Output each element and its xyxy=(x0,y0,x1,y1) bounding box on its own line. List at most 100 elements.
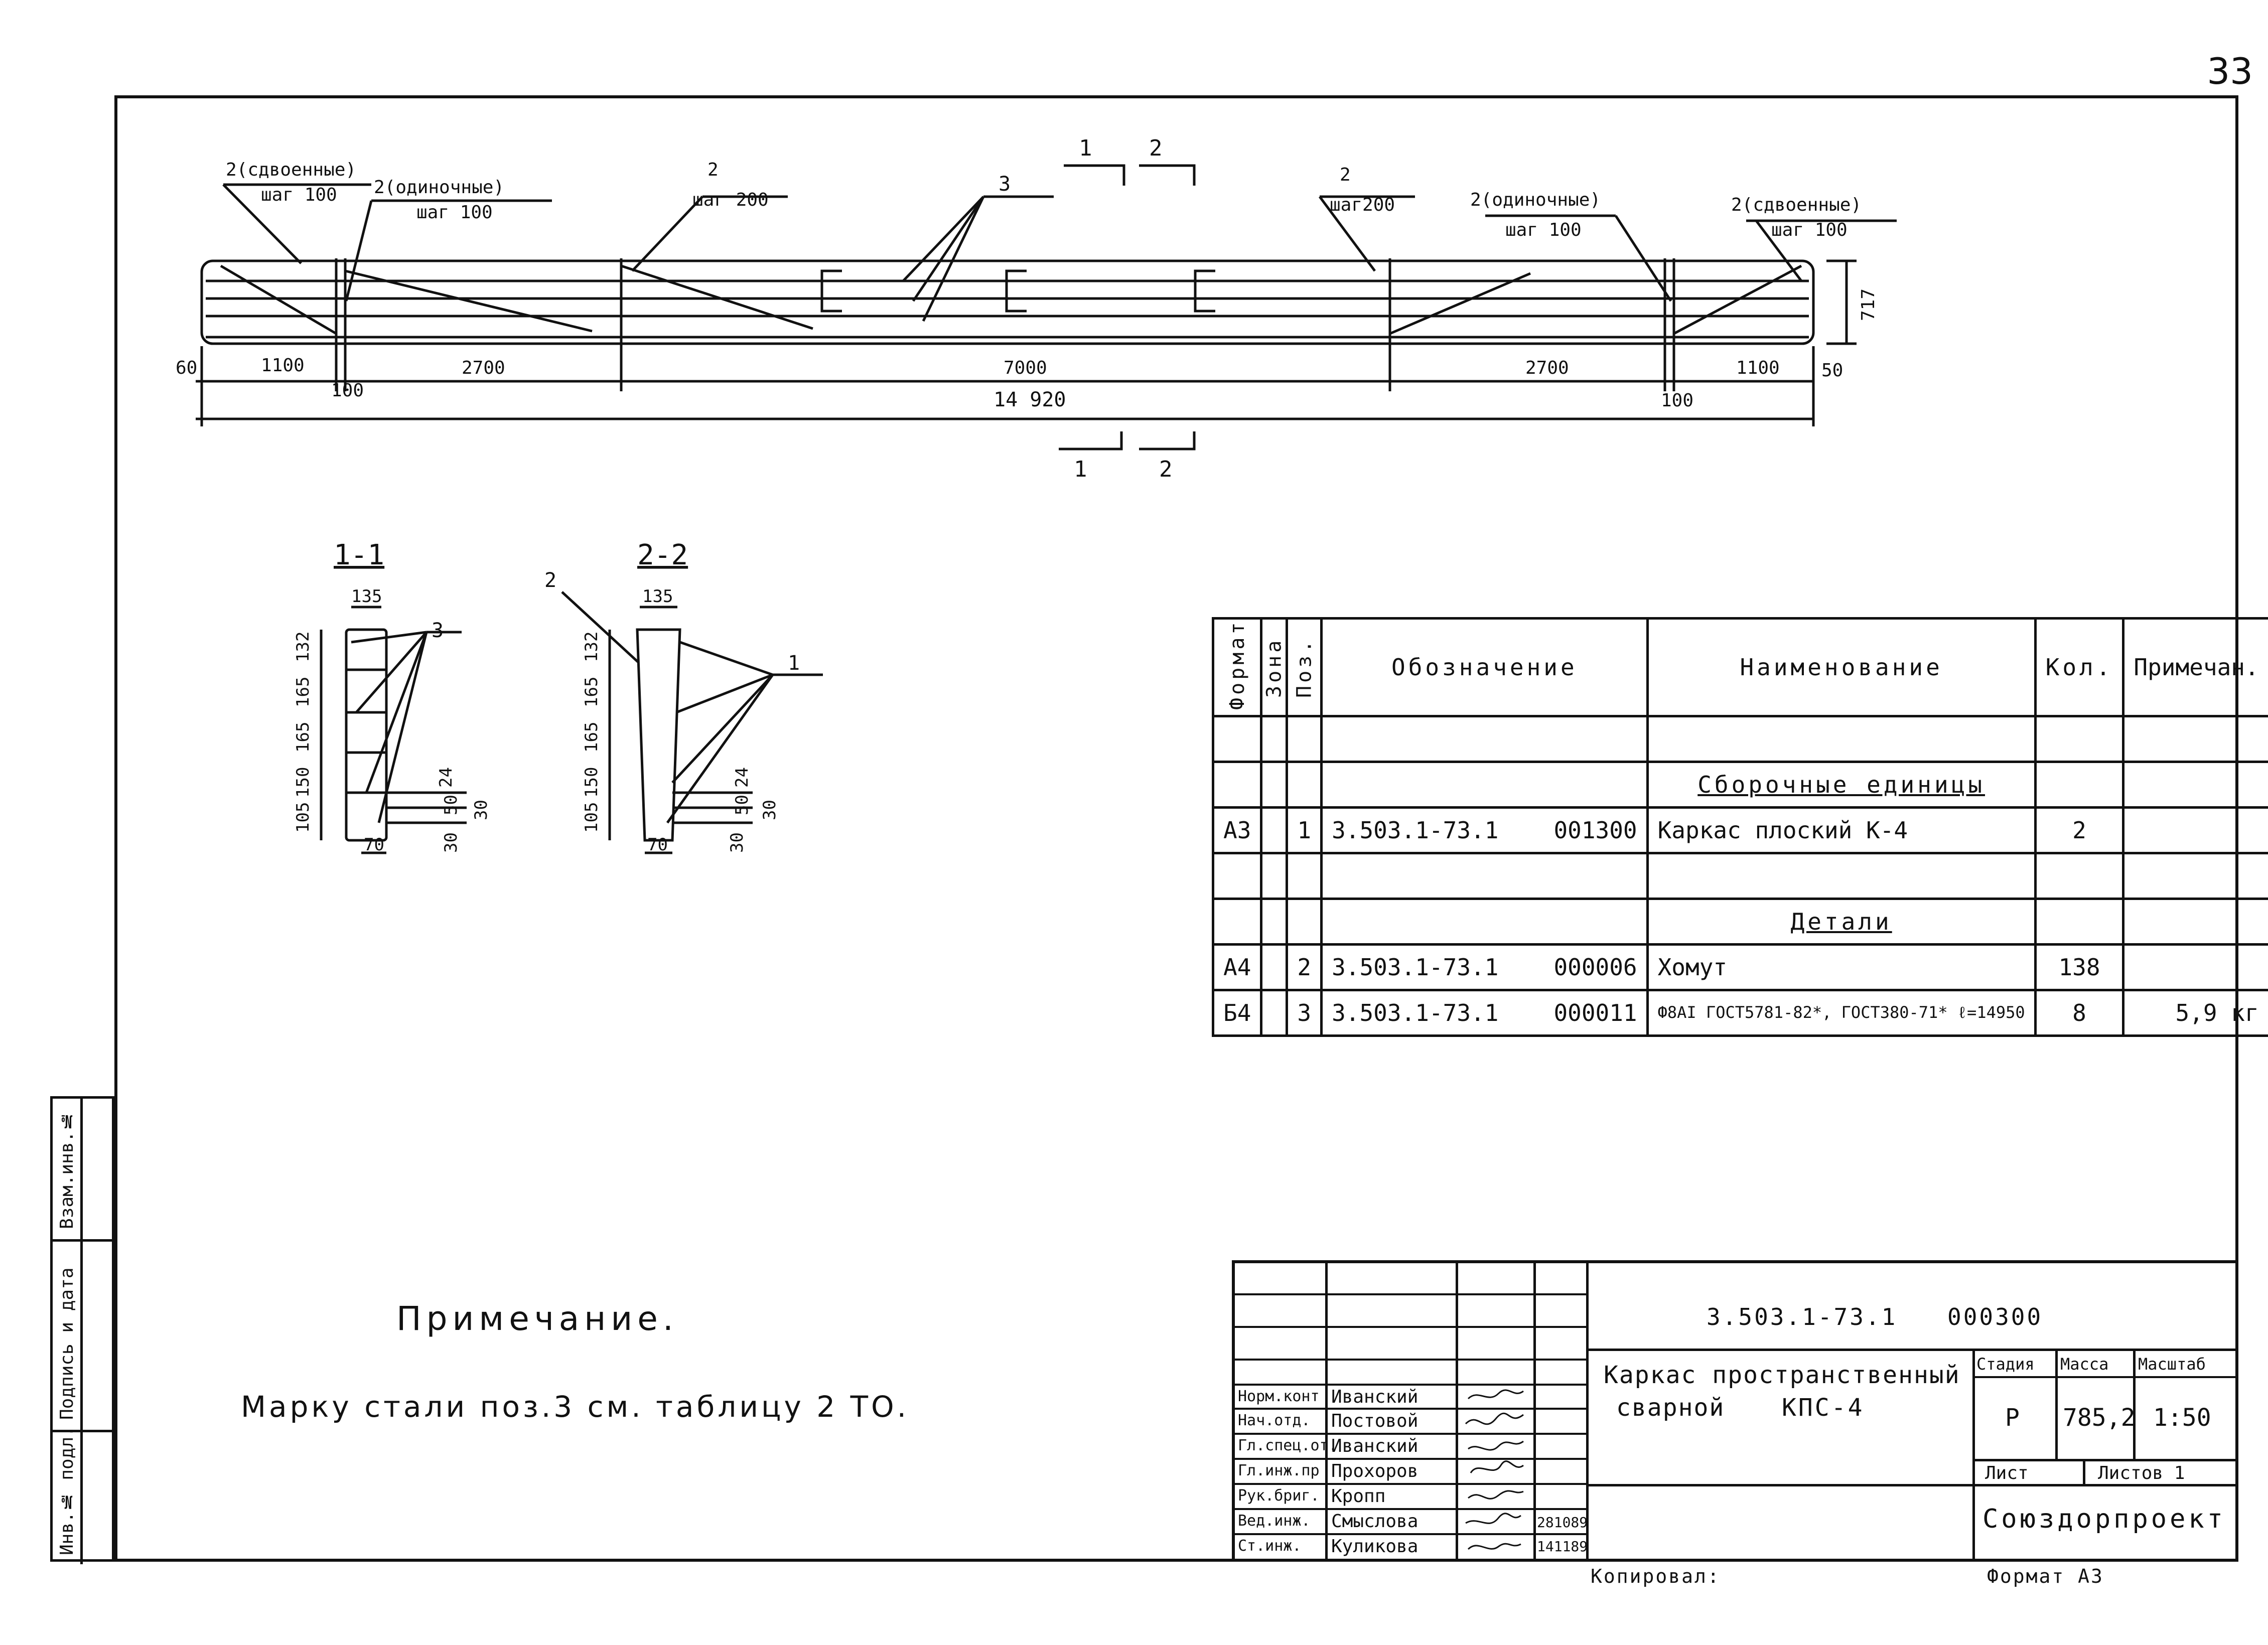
callout-mid-right-step: шаг200 xyxy=(1330,195,1395,215)
section-mark-bottom-1: 1 xyxy=(1074,457,1087,482)
organization: Союздорпроект xyxy=(1982,1504,2226,1534)
side-stamp-inv: Инв.№ подл. xyxy=(57,1426,77,1555)
doc-name-line2: сварной xyxy=(1616,1394,1725,1422)
role-2: Нач.отд. xyxy=(1238,1412,1311,1429)
spec-empty-row xyxy=(1211,852,2268,900)
section-22-vdim-1: 105 xyxy=(582,802,602,833)
callout-single-left-step: шаг 100 xyxy=(416,202,493,223)
section-mark-bottom-2: 2 xyxy=(1159,457,1173,482)
section-22-rdim-4: 30 xyxy=(727,832,747,853)
sheet-header: Лист xyxy=(1985,1463,2029,1483)
dim-1100-left: 1100 xyxy=(261,355,305,376)
spec-cell-name: Каркас плоский К-4 xyxy=(1646,806,2037,854)
callout-doubled-left: 2(сдвоенные) xyxy=(226,160,356,180)
name-6: Смыслова xyxy=(1331,1511,1419,1532)
section-11-vdim-4: 165 xyxy=(293,677,313,707)
doc-code: 3.503.1-73.1 xyxy=(1707,1303,1898,1330)
callout-single-right: 2(одиночные) xyxy=(1470,190,1601,210)
spec-cell-pos: 2 xyxy=(1286,943,1323,991)
section-11-rdim-1: 24 xyxy=(436,767,456,788)
spec-cell-num: 000011 xyxy=(1553,999,1637,1026)
spec-header-note: Примечан. xyxy=(2122,617,2268,717)
dim-50-right: 50 xyxy=(1821,360,1843,381)
section-11-vdim-2: 150 xyxy=(293,767,313,798)
spec-section-parts: Детали xyxy=(1646,898,2037,946)
callout-single-right-step: шаг 100 xyxy=(1505,220,1582,240)
spec-cell-qty: 2 xyxy=(2034,806,2125,854)
name-2: Постовой xyxy=(1331,1411,1419,1431)
specification-table: Формат Зона Поз. Обозначение Наименовани… xyxy=(1211,617,2268,1037)
role-7: Ст.инж. xyxy=(1238,1537,1302,1555)
callout-pos3: 3 xyxy=(999,173,1011,196)
doc-mark: КПС-4 xyxy=(1782,1394,1865,1422)
section-mark-top-1: 1 xyxy=(1079,135,1092,161)
spec-cell-designation: 3.503.1-73.1 000011 xyxy=(1320,989,1649,1037)
section-11-rdim-2: 50 xyxy=(441,795,461,815)
copied-by-label: Копировал: xyxy=(1591,1565,1721,1587)
section-22-vdim-5: 132 xyxy=(582,632,602,662)
dim-100-right: 100 xyxy=(1661,390,1693,411)
spec-cell-format: А4 xyxy=(1211,943,1263,991)
role-3: Гл.спец.от. xyxy=(1238,1437,1338,1454)
spec-section-row: Детали xyxy=(1211,898,2268,946)
mass-value: 785,2 xyxy=(2063,1404,2136,1432)
spec-cell-format: А3 xyxy=(1211,806,1263,854)
table-row: А3 1 3.503.1-73.1 001300 Каркас плоский К… xyxy=(1211,806,2268,854)
dim-60-left: 60 xyxy=(176,358,197,378)
callout-mid-left: 2 xyxy=(707,160,719,180)
spec-header-row: Формат Зона Поз. Обозначение Наименовани… xyxy=(1213,617,2268,717)
stage-header: Стадия xyxy=(1976,1355,2035,1374)
section-22-rdim-2: 50 xyxy=(732,795,752,815)
spec-cell-pos: 1 xyxy=(1286,806,1323,854)
doc-name-line1: Каркас пространственный xyxy=(1604,1361,1960,1389)
name-7: Куликова xyxy=(1331,1536,1419,1557)
dim-total: 14 920 xyxy=(994,388,1066,411)
spec-header-pos: Поз. xyxy=(1287,618,1322,716)
section-11-vdim-5: 132 xyxy=(293,632,313,662)
section-11-vdim-3: 165 xyxy=(293,722,313,753)
side-stamp-sign: Подпись и дата xyxy=(57,1267,77,1420)
scale-value: 1:50 xyxy=(2153,1404,2211,1432)
section-11-bottom: 70 xyxy=(364,835,384,855)
side-stamp: Инв.№ подл. Подпись и дата Взам.инв.№ xyxy=(50,1096,114,1564)
note-title: Примечание. xyxy=(396,1299,678,1338)
dim-1100-right: 1100 xyxy=(1736,358,1780,378)
role-4: Гл.инж.пр xyxy=(1238,1462,1320,1479)
spec-cell-qty: 8 xyxy=(2034,989,2125,1037)
section-22-vdim-4: 165 xyxy=(582,677,602,707)
cage-outline xyxy=(200,259,1815,345)
section-22-bottom: 70 xyxy=(647,835,668,855)
spec-section-row: Сборочные единицы xyxy=(1211,761,2268,809)
title-block: 3.503.1-73.1 000300 Каркас пространствен… xyxy=(1232,1260,2238,1562)
section-22-vdim-2: 150 xyxy=(582,767,602,798)
name-5: Кропп xyxy=(1331,1486,1386,1507)
callout-mid-left-step: шаг 200 xyxy=(692,190,769,210)
section-22-rdim-3: 30 xyxy=(760,800,780,820)
name-1: Иванский xyxy=(1331,1387,1419,1407)
section-11-width: 135 xyxy=(351,586,382,607)
sheets-header: Листов 1 xyxy=(2098,1463,2185,1483)
callout-doubled-right: 2(сдвоенные) xyxy=(1731,195,1862,215)
callout-mid-right: 2 xyxy=(1340,165,1351,185)
section-22-title: 2-2 xyxy=(637,539,688,571)
dim-2700-left: 2700 xyxy=(462,358,505,378)
spec-cell-num: 000006 xyxy=(1553,954,1637,981)
spec-cell-code: 3.503.1-73.1 xyxy=(1332,817,1499,844)
signatures xyxy=(1465,1389,1524,1550)
spec-header-designation: Обозначение xyxy=(1320,617,1649,717)
section-22-vdim-3: 165 xyxy=(582,722,602,753)
side-stamp-replace: Взам.инв.№ xyxy=(57,1110,77,1229)
spec-cell-num: 001300 xyxy=(1553,817,1637,844)
spec-header-qty: Кол. xyxy=(2034,617,2125,717)
spec-cell-note xyxy=(2122,806,2268,854)
role-5: Рук.бриг. xyxy=(1238,1487,1320,1505)
spec-cell-note xyxy=(2122,943,2268,991)
name-3: Иванский xyxy=(1331,1436,1419,1456)
section-22-width: 135 xyxy=(642,586,673,607)
spec-cell-code: 3.503.1-73.1 xyxy=(1332,999,1499,1026)
section-22-pos-right: 1 xyxy=(788,652,800,675)
spec-empty-row xyxy=(1211,715,2268,763)
